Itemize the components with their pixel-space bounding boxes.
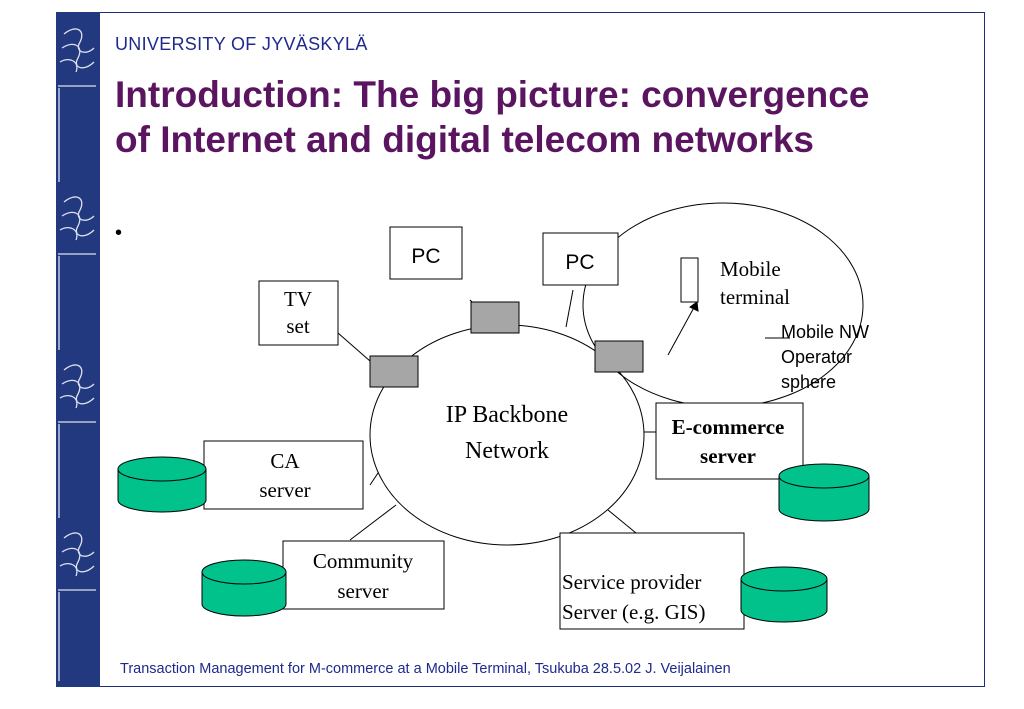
link-service [607,509,637,534]
ecommerce-label-2: server [700,444,756,468]
tv-label-2: set [286,314,309,338]
database-community [201,559,287,617]
pc-right-label: PC [565,251,594,274]
tv-label-1: TV [284,287,312,311]
operator-label-1: Mobile NW [781,322,869,342]
ecommerce-label-1: E-commerce [672,415,785,439]
tv-set-box [258,280,339,346]
pc-left-label: PC [411,245,440,268]
mobile-terminal-device [680,257,699,303]
pc-right-box [542,232,619,286]
pc-left-box [389,226,463,280]
community-label-1: Community [313,549,414,573]
database-ca [117,456,207,513]
operator-label-2: Operator [781,347,852,367]
ecommerce-server-box [655,402,804,480]
mobile-label-2: terminal [720,285,790,309]
sidebar-decoration [56,12,100,687]
operator-label-3: sphere [781,372,836,392]
service-label-1: Service provider [562,570,701,594]
ca-label-2: server [259,478,310,502]
mobile-label-1: Mobile [720,257,781,281]
arrow-to-mobile-terminal [667,301,698,356]
university-name: UNIVERSITY OF JYVÄSKYLÄ [115,34,368,54]
database-service-provider [740,566,828,623]
service-provider-box [559,532,745,630]
arrowhead [689,301,699,312]
community-label-2: server [337,579,388,603]
link-community [349,504,397,541]
community-server-box [282,540,445,610]
router-left [369,355,419,388]
bullet-point: • [115,222,123,244]
backbone-label-2: Network [465,438,549,464]
link-pc-right [565,289,574,328]
backbone-label-1: IP Backbone [446,402,568,428]
title-line-1: Introduction: The big picture: convergen… [115,74,870,115]
slide-title: Introduction: The big picture: convergen… [115,72,975,162]
service-label-2: Server (e.g. GIS) [562,600,705,624]
ca-label-1: CA [270,449,300,473]
router-top [470,301,520,334]
database-ecommerce [778,463,870,522]
ca-server-box [203,440,364,510]
slide-footer: Transaction Management for M-commerce at… [120,661,731,677]
router-right [594,340,644,373]
title-line-2: of Internet and digital telecom networks [115,119,814,160]
